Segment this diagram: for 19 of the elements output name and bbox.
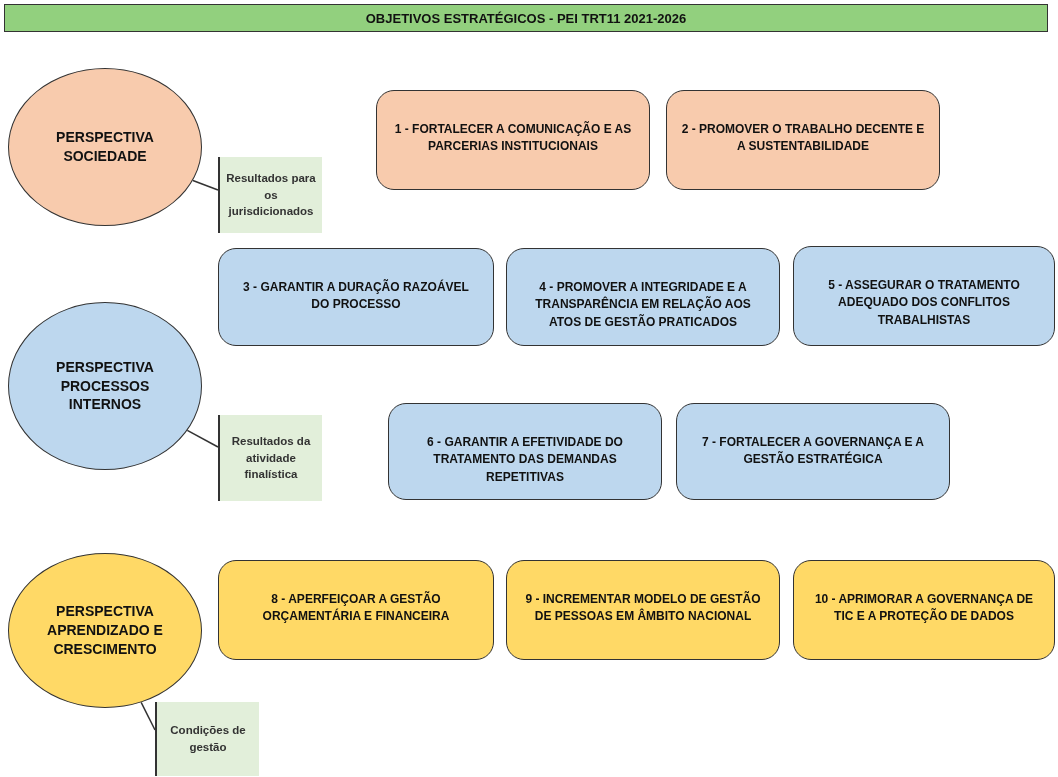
title-banner: OBJETIVOS ESTRATÉGICOS - PEI TRT11 2021-2026 [4,4,1048,32]
perspective-ellipse: PERSPECTIVA PROCESSOS INTERNOS [8,302,202,470]
objective-box: 10 - APRIMORAR A GOVERNANÇA DE TIC E A PROTEÇÃO DE DADOS [793,560,1055,660]
perspective-ellipse: PERSPECTIVA APRENDIZADO E CRESCIMENTO [8,553,202,708]
objective-box: 4 - PROMOVER A INTEGRIDADE E A TRANSPARÊNCIA EM RELAÇÃO AOS ATOS DE GESTÃO PRATICADOS [506,248,780,346]
perspective-ellipse: PERSPECTIVA SOCIEDADE [8,68,202,226]
objective-box: 9 - INCREMENTAR MODELO DE GESTÃO DE PESSOAS EM ÂMBITO NACIONAL [506,560,780,660]
objective-box: 7 - FORTALECER A GOVERNANÇA E A GESTÃO ESTRATÉGICA [676,403,950,500]
objective-box: 3 - GARANTIR A DURAÇÃO RAZOÁVEL DO PROCESSO [218,248,494,346]
objective-box: 1 - FORTALECER A COMUNICAÇÃO E AS PARCERIAS INSTITUCIONAIS [376,90,650,190]
objective-box: 2 - PROMOVER O TRABALHO DECENTE E A SUSTENTABILIDADE [666,90,940,190]
leader-line [140,701,156,731]
callout-box: Condições de gestão [155,702,259,776]
objective-box: 6 - GARANTIR A EFETIVIDADE DO TRATAMENTO DAS DEMANDAS REPETITIVAS [388,403,662,500]
objective-box: 5 - ASSEGURAR O TRATAMENTO ADEQUADO DOS CONFLITOS TRABALHISTAS [793,246,1055,346]
leader-line [192,179,219,191]
callout-box: Resultados da atividade finalística [218,415,322,501]
callout-box: Resultados para os jurisdicionados [218,157,322,233]
objective-box: 8 - APERFEIÇOAR A GESTÃO ORÇAMENTÁRIA E FINANCEIRA [218,560,494,660]
